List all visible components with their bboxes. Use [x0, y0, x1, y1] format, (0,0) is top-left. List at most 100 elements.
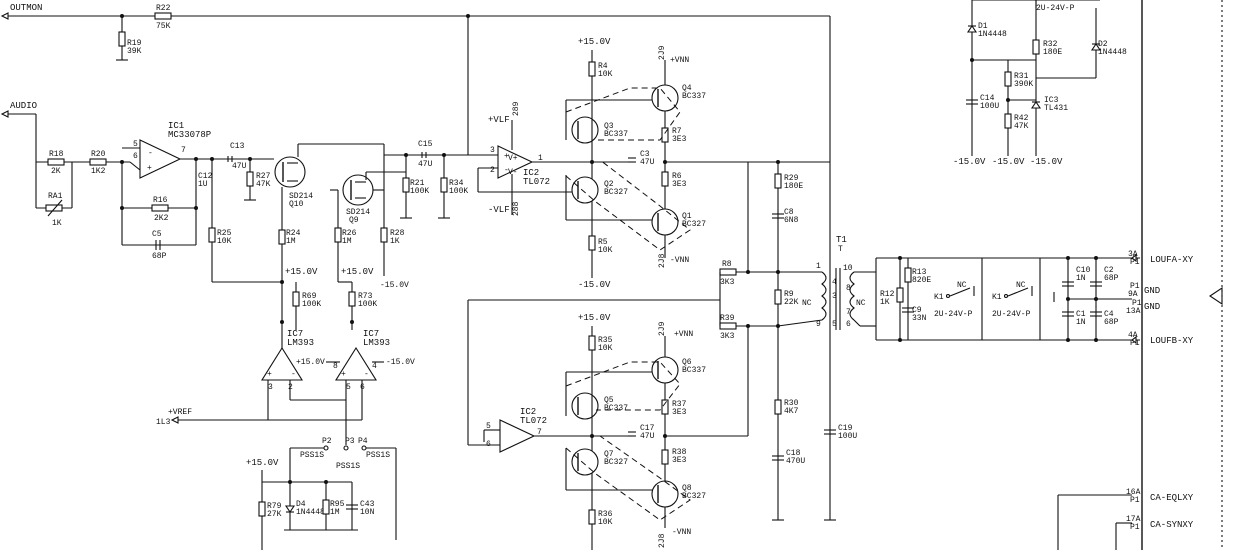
svg-text:LOUFA-XY: LOUFA-XY: [1150, 255, 1194, 265]
svg-text:R7: R7: [672, 127, 682, 136]
svg-text:100K: 100K: [410, 187, 429, 196]
svg-text:Q7: Q7: [604, 450, 614, 459]
svg-text:2U-24V-P: 2U-24V-P: [992, 310, 1031, 319]
svg-text:BC327: BC327: [682, 220, 706, 229]
svg-text:47U: 47U: [418, 160, 433, 169]
output-stage-lower: +15.0V R35 10K Q5 BC337 Q7 BC327 R36 10K…: [565, 313, 749, 550]
svg-text:-: -: [291, 370, 296, 379]
svg-text:100K: 100K: [358, 300, 377, 309]
svg-text:2: 2: [490, 166, 495, 175]
svg-text:100U: 100U: [980, 102, 999, 111]
svg-text:D4: D4: [296, 500, 306, 509]
svg-text:K1: K1: [992, 293, 1002, 302]
svg-text:Q3: Q3: [604, 122, 614, 131]
svg-text:10: 10: [843, 264, 853, 273]
svg-text:1: 1: [538, 154, 543, 163]
svg-text:Q9: Q9: [349, 216, 359, 225]
svg-text:68P: 68P: [1104, 274, 1119, 283]
ic2-lower: 567 IC2 TL072: [467, 299, 720, 453]
svg-text:C10: C10: [1076, 266, 1091, 275]
svg-text:10K: 10K: [217, 237, 232, 246]
svg-text:BC337: BC337: [604, 404, 628, 413]
svg-text:Q1: Q1: [682, 212, 692, 221]
svg-text:R73: R73: [358, 292, 373, 301]
svg-text:17A: 17A: [1126, 515, 1141, 524]
svg-text:10K: 10K: [598, 344, 613, 353]
svg-text:R39: R39: [720, 314, 735, 323]
ic2-upper: +- 321 +VLF -VLF V+V- IC2 TL072 289 288: [467, 16, 592, 216]
svg-text:P1: P1: [1130, 282, 1140, 291]
svg-text:Q5: Q5: [604, 396, 614, 405]
svg-text:10K: 10K: [598, 246, 613, 255]
svg-text:R27: R27: [256, 172, 271, 181]
svg-text:180E: 180E: [784, 182, 803, 191]
svg-text:1M: 1M: [342, 237, 352, 246]
ic7-comparators: +15.0V R69 100K +15.0V R73 100K +- IC7 L…: [156, 267, 415, 427]
svg-text:4K7: 4K7: [784, 407, 799, 416]
svg-text:C12: C12: [198, 172, 213, 181]
svg-text:+: +: [341, 370, 346, 379]
svg-text:9A: 9A: [1128, 290, 1138, 299]
svg-text:3E3: 3E3: [672, 135, 687, 144]
svg-text:3E3: 3E3: [672, 408, 687, 417]
svg-text:C15: C15: [418, 140, 433, 149]
svg-text:-VNN: -VNN: [670, 256, 689, 265]
svg-text:47U: 47U: [640, 432, 655, 441]
svg-text:-VNN: -VNN: [672, 528, 691, 537]
svg-text:P1: P1: [1130, 258, 1140, 267]
svg-text:R18: R18: [49, 150, 64, 159]
audio-input: AUDIO R18 2K R20 1K2 RA1 1K: [0, 101, 130, 228]
svg-text:1K: 1K: [52, 219, 62, 228]
svg-text:C43: C43: [360, 500, 375, 509]
svg-text:V-: V-: [508, 168, 518, 177]
svg-text:C3: C3: [640, 150, 650, 159]
svg-text:2U-24V-P: 2U-24V-P: [1036, 4, 1075, 13]
resistor-r22: R22 75K: [154, 4, 172, 31]
svg-text:5: 5: [486, 422, 491, 431]
svg-text:Q8: Q8: [682, 484, 692, 493]
svg-text:-VLF: -VLF: [488, 205, 510, 215]
svg-text:R12: R12: [880, 290, 895, 299]
svg-text:1N: 1N: [1076, 274, 1086, 283]
svg-text:Q6: Q6: [682, 358, 692, 367]
svg-text:180E: 180E: [1043, 48, 1062, 57]
svg-text:C17: C17: [640, 424, 655, 433]
fet-q9: SD214 Q9 R26 1M R28 1K -15.0V: [330, 144, 409, 290]
svg-text:288: 288: [512, 201, 521, 216]
svg-text:V+: V+: [508, 154, 518, 163]
svg-text:C18: C18: [786, 449, 801, 458]
svg-text:P3: P3: [345, 437, 355, 446]
svg-text:BC337: BC337: [682, 366, 706, 375]
svg-text:R28: R28: [390, 229, 405, 238]
svg-text:-15.0V: -15.0V: [578, 280, 611, 290]
svg-text:C5: C5: [152, 230, 162, 239]
svg-text:BC337: BC337: [604, 130, 628, 139]
svg-text:R95: R95: [330, 500, 345, 509]
svg-text:3: 3: [490, 146, 495, 155]
svg-text:R25: R25: [217, 229, 232, 238]
outmon-net: OUTMON: [0, 3, 831, 162]
output-coupling: R8 3K3 R39 3K3 R29 180E C8 6N8 R9 22K R3…: [719, 160, 876, 521]
svg-text:PSS1S: PSS1S: [336, 462, 360, 471]
svg-text:1K: 1K: [390, 237, 400, 246]
svg-text:NC: NC: [957, 281, 967, 290]
svg-text:IC1: IC1: [168, 121, 184, 131]
svg-text:10K: 10K: [598, 70, 613, 79]
svg-text:1N4448: 1N4448: [296, 508, 325, 517]
svg-text:NC: NC: [802, 299, 812, 308]
svg-text:33N: 33N: [912, 314, 927, 323]
svg-text:-: -: [148, 149, 153, 158]
svg-text:R35: R35: [598, 336, 613, 345]
svg-text:CA-SYNXY: CA-SYNXY: [1150, 520, 1194, 530]
svg-text:+15.0V: +15.0V: [246, 458, 279, 468]
svg-text:+: +: [267, 370, 272, 379]
svg-text:R20: R20: [91, 150, 106, 159]
svg-text:47U: 47U: [640, 158, 655, 167]
svg-text:1U: 1U: [198, 180, 208, 189]
svg-text:CA-EQLXY: CA-EQLXY: [1150, 493, 1194, 503]
svg-text:+15.0V: +15.0V: [296, 358, 325, 367]
svg-text:5: 5: [832, 320, 837, 329]
svg-text:AUDIO: AUDIO: [10, 101, 37, 111]
svg-text:-: -: [504, 166, 509, 175]
